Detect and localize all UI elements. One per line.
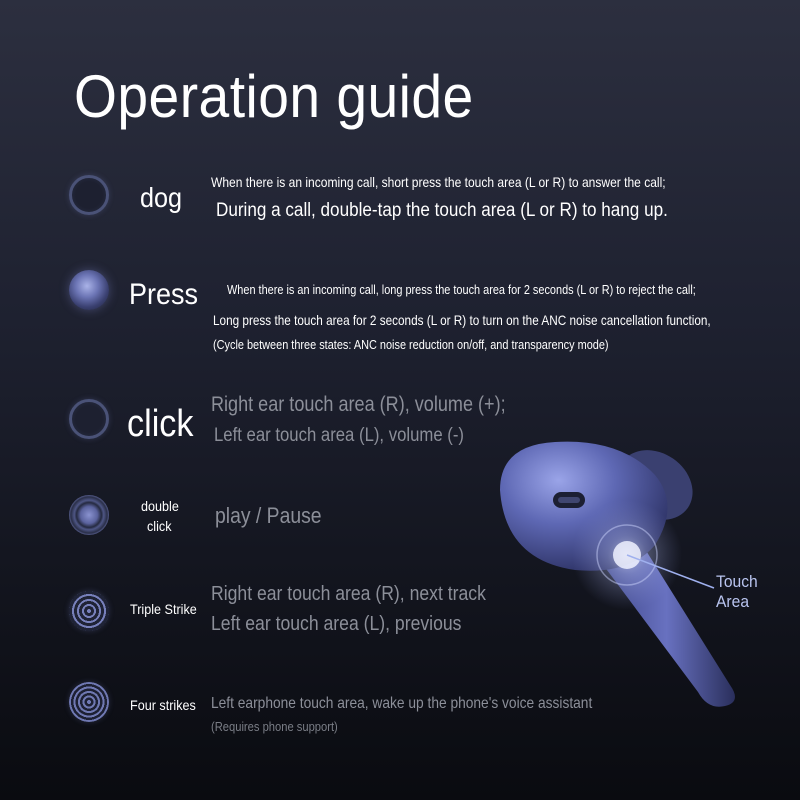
press-desc-line-1: When there is an incoming call, long pre…	[227, 282, 696, 297]
gesture-label-press: Press	[129, 278, 199, 311]
gesture-label-double: double	[141, 498, 179, 514]
double-click-desc: play / Pause	[215, 503, 322, 528]
triple-desc-line-1: Right ear touch area (R), next track	[211, 583, 486, 605]
touch-area-label: Touch Area	[716, 572, 758, 611]
triple-ring-icon	[69, 591, 109, 631]
click-desc-line-2: Left ear touch area (L), volume (-)	[214, 425, 464, 446]
tap-desc-line-2: During a call, double-tap the touch area…	[216, 200, 668, 221]
filled-circle-icon	[69, 270, 109, 310]
four-desc-line-2: (Requires phone support)	[211, 719, 338, 734]
gesture-label-tap: dog	[140, 182, 183, 213]
press-desc-line-2: Long press the touch area for 2 seconds …	[213, 312, 711, 328]
gesture-label-click-2: click	[147, 518, 172, 534]
quad-ring-icon	[69, 682, 109, 722]
triple-desc-line-2: Left ear touch area (L), previous	[211, 613, 462, 635]
double-ring-icon	[69, 495, 109, 535]
ring-icon	[69, 175, 109, 215]
gesture-label-four: Four strikes	[130, 697, 196, 713]
gesture-label-triple: Triple Strike	[130, 601, 197, 617]
click-desc-line-1: Right ear touch area (R), volume (+);	[211, 393, 506, 416]
earbud-illustration	[500, 441, 735, 707]
press-desc-line-3: (Cycle between three states: ANC noise r…	[213, 337, 609, 352]
page-title: Operation guide	[74, 63, 474, 130]
four-desc-line-1: Left earphone touch area, wake up the ph…	[211, 695, 593, 712]
gesture-label-click: click	[127, 403, 194, 445]
tap-desc-line-1: When there is an incoming call, short pr…	[211, 174, 666, 190]
ring-icon	[69, 399, 109, 439]
